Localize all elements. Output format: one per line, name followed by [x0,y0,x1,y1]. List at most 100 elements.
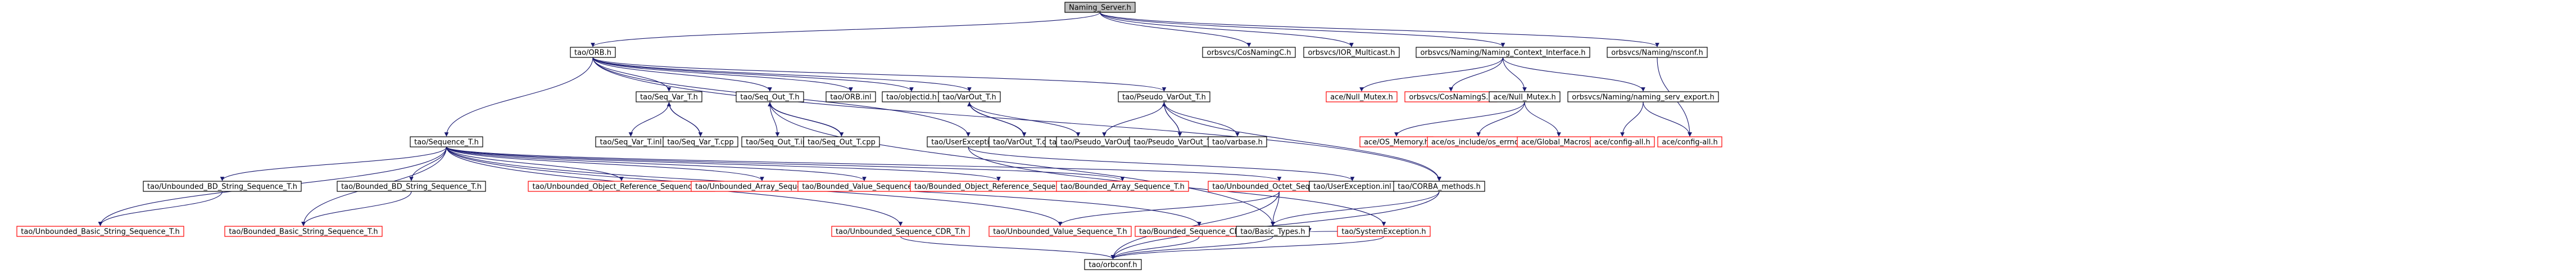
node-unbobjref[interactable]: tao/Unbounded_Object_Reference_Sequence_… [528,181,715,192]
node-configall1[interactable]: ace/config-all.h [1590,136,1655,147]
node-label: ace/Null_Mutex.h [1493,93,1556,102]
node-label: tao/UserException.inl [1313,183,1391,191]
node-oserrno[interactable]: ace/os_include/os_errno.h [1427,136,1530,147]
node-namingconf[interactable]: orbsvcs/Naming/nsconf.h [1607,47,1708,58]
node-label: ace/OS_Memory.h [1364,138,1429,147]
node-box [736,91,804,102]
edge-unboctet-to-unbval [1058,191,1280,226]
node-label: tao/Seq_Out_T.cpp [808,138,876,147]
node-label: tao/SystemException.h [1341,228,1426,236]
node-orbconf[interactable]: tao/orbconf.h [1084,259,1142,270]
node-iormulticast[interactable]: orbsvcs/IOR_Multicast.h [1303,47,1400,58]
edge-namingexport-to-configall2 [1643,101,1692,137]
node-label: tao/Pseudo_VarOut_T.h [1122,93,1206,102]
node-seqvar[interactable]: tao/Seq_Var_T.h [636,91,702,102]
edge-seqvarcpp-to-seqvar [666,102,701,137]
edge-acenullmutex2-to-globalmacros [1524,101,1561,137]
node-label: tao/Unbounded_Sequence_CDR_T.h [836,228,965,236]
node-box [988,226,1132,237]
node-seqvarcpp[interactable]: tao/Seq_Var_T.cpp [663,136,738,147]
node-label: ace/config-all.h [1662,138,1718,147]
node-box [803,136,880,147]
node-orb[interactable]: tao/ORB.h [570,47,616,58]
node-unbbdstr[interactable]: tao/Unbounded_BD_String_Sequence_T.h [143,181,302,192]
edge-seqt-to-unbarr [446,146,764,181]
node-box [570,47,616,58]
node-bndarr[interactable]: tao/Bounded_Array_Sequence_T.h [1056,181,1189,192]
node-pseudovarout[interactable]: tao/Pseudo_VarOut_T.h [1118,91,1210,102]
node-label: tao/Unbounded_Basic_String_Sequence_T.h [21,228,179,236]
node-unbbasicstr[interactable]: tao/Unbounded_Basic_String_Sequence_T.h [16,226,184,237]
edge-orb-to-seqt [444,57,593,137]
edge-seqvar-to-seqvarinl [628,101,670,137]
edge-basictypes-to-orbconf [1110,236,1273,259]
node-corbamethods[interactable]: tao/CORBA_methods.h [1393,181,1485,192]
node-globalmacros[interactable]: ace/Global_Macros.h [1517,136,1601,147]
edge-orb-to-objectid [592,57,914,92]
node-label: tao/Seq_Var_T.inl [600,138,661,147]
edge-seqt-to-bndarr [446,146,1125,181]
node-userexcinl[interactable]: tao/UserException.inl [1309,181,1396,192]
node-nci[interactable]: orbsvcs/Naming/Naming_Context_Interface.… [1416,47,1590,58]
node-bndbdstr[interactable]: tao/Bounded_BD_String_Sequence_T.h [337,181,486,192]
edge-root-to-iormulticast [1099,12,1354,47]
node-label: tao/Bounded_Value_Sequence_T.h [802,183,926,191]
node-unbval[interactable]: tao/Unbounded_Value_Sequence_T.h [988,226,1132,237]
node-label: tao/Unbounded_BD_String_Sequence_T.h [147,183,297,191]
edge-seqt-to-bndval [446,146,867,181]
node-pseudoinl[interactable]: tao/Pseudo_VarOut_T.inl [1056,136,1153,147]
node-box [1236,226,1310,237]
edge-bndseqcdr-to-orbconf [1110,236,1200,259]
node-cosnamingc[interactable]: orbsvcs/CosNamingC.h [1202,47,1296,58]
node-bndbasicstr[interactable]: tao/Bounded_Basic_String_Sequence_T.h [224,226,383,237]
node-box [16,226,184,237]
node-acenullmutex2[interactable]: ace/Null_Mutex.h [1489,91,1561,102]
node-varout[interactable]: tao/VarOut_T.h [938,91,1001,102]
node-configall2[interactable]: ace/config-all.h [1657,136,1722,147]
node-varoutcpp[interactable]: tao/VarOut_T.cpp [988,136,1060,147]
node-osmemory[interactable]: ace/OS_Memory.h [1359,136,1434,147]
node-bndseqcdr[interactable]: tao/Bounded_Sequence_CDR_T.h [1135,226,1264,237]
node-box [663,136,738,147]
node-orbinl[interactable]: tao/ORB.inl [826,91,876,102]
node-label: tao/ORB.inl [830,93,871,102]
edge-pseudovarout-to-corbamethods [1163,101,1441,181]
node-seqoutinl[interactable]: tao/Seq_Out_T.inl [741,136,814,147]
node-basictypes[interactable]: tao/Basic_Types.h [1236,226,1310,237]
edge-nci-to-namingexport [1502,57,1645,92]
node-bndval[interactable]: tao/Bounded_Value_Sequence_T.h [797,181,931,192]
node-box [1489,91,1561,102]
node-acenullmutex[interactable]: ace/Null_Mutex.h [1326,91,1398,102]
node-box [826,91,876,102]
edge-seqoutcpp-to-seqout [768,102,842,137]
node-unbarr[interactable]: tao/Unbounded_Array_Sequence_T.h [691,181,833,192]
node-seqoutcpp[interactable]: tao/Seq_Out_T.cpp [803,136,880,147]
edge-root-to-orb [591,12,1101,47]
edge-root-to-namingconf [1099,12,1659,47]
node-label: tao/Unbounded_Array_Sequence_T.h [695,183,829,191]
node-cosnamings[interactable]: orbsvcs/CosNamingS.h [1404,91,1498,102]
node-label: tao/VarOut_T.h [942,93,996,102]
node-seqvarinl[interactable]: tao/Seq_Var_T.inl [595,136,666,147]
node-namingexport[interactable]: orbsvcs/Naming/naming_serv_export.h [1567,91,1719,102]
node-objectid[interactable]: tao/objectid.h [882,91,941,102]
node-seqout[interactable]: tao/Seq_Out_T.h [736,91,804,102]
node-label: tao/Pseudo_VarOut_T.cpp [1133,138,1226,147]
node-sysexc[interactable]: tao/SystemException.h [1337,226,1431,237]
node-pseudocpp[interactable]: tao/Pseudo_VarOut_T.cpp [1129,136,1231,147]
node-box [1567,91,1719,102]
node-label: orbsvcs/CosNamingS.h [1409,93,1493,102]
node-box [1208,136,1267,147]
edge-root-to-cosnamingc [1099,12,1251,47]
node-varbase[interactable]: tao/varbase.h [1208,136,1267,147]
node-box [1303,47,1400,58]
edge-namingexport-to-configall1 [1620,101,1644,137]
node-box [1202,47,1296,58]
node-label: tao/Bounded_Basic_String_Sequence_T.h [229,228,378,236]
edge-nci-to-acenullmutex2 [1502,57,1527,92]
node-label: tao/UserException.h [931,138,1005,147]
node-unbseqcdr[interactable]: tao/Unbounded_Sequence_CDR_T.h [831,226,970,237]
node-label: tao/ORB.h [574,49,611,57]
node-seqt[interactable]: tao/Sequence_T.h [410,136,483,147]
